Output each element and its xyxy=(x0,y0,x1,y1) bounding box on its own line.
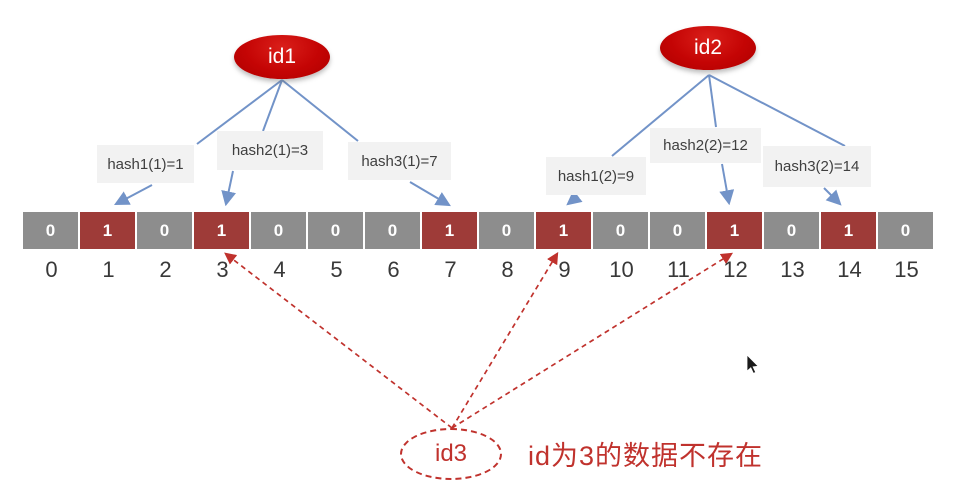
index-label: 0 xyxy=(45,257,58,282)
index-label: 8 xyxy=(501,257,514,282)
hash1-2-arrow xyxy=(566,190,583,206)
node-id3-dashed: id3 xyxy=(400,428,502,480)
bit-cell: 1 xyxy=(194,212,249,249)
bit-cell: 1 xyxy=(821,212,876,249)
hash-label-1-1: hash1(1)=1 xyxy=(97,145,194,183)
bit-cell: 1 xyxy=(80,212,135,249)
id2-hash2-line xyxy=(708,74,717,128)
hash3-1-arrow xyxy=(409,181,451,207)
bit-cell: 1 xyxy=(536,212,591,249)
bit-cell: 0 xyxy=(365,212,420,249)
bit-cell: 0 xyxy=(23,212,78,249)
index-label: 4 xyxy=(273,257,286,282)
bit-cell: 0 xyxy=(479,212,534,249)
index-label: 6 xyxy=(387,257,400,282)
hash-label-3-1: hash3(1)=7 xyxy=(348,142,451,180)
index-label: 9 xyxy=(558,257,571,282)
hash-label-2-1: hash2(1)=3 xyxy=(217,131,323,170)
hash3-2-arrow xyxy=(823,187,842,206)
index-row: 0 1 2 3 4 5 6 7 8 9 10 11 12 13 14 15 xyxy=(23,256,935,284)
index-label: 2 xyxy=(159,257,172,282)
index-label: 12 xyxy=(723,257,748,282)
bit-cell: 0 xyxy=(764,212,819,249)
mouse-cursor-icon xyxy=(746,354,760,374)
index-label: 3 xyxy=(216,257,229,282)
index-label: 11 xyxy=(667,257,690,282)
index-label: 15 xyxy=(894,257,919,282)
bit-cell: 0 xyxy=(137,212,192,249)
index-label: 7 xyxy=(444,257,457,282)
bit-cell: 1 xyxy=(707,212,762,249)
index-label: 1 xyxy=(102,257,115,282)
index-label: 14 xyxy=(837,257,862,282)
hash2-1-arrow xyxy=(221,170,236,207)
id1-hash2-line xyxy=(262,79,283,132)
bit-cell: 0 xyxy=(650,212,705,249)
hash-label-2-2: hash2(2)=12 xyxy=(650,128,761,163)
node-id2: id2 xyxy=(660,26,756,70)
not-exist-annotation: id为3的数据不存在 xyxy=(528,441,764,471)
bit-cell: 0 xyxy=(308,212,363,249)
bit-cell: 0 xyxy=(251,212,306,249)
hash2-2-arrow xyxy=(719,163,735,206)
hash1-1-arrow xyxy=(114,184,153,206)
hash-label-1-2: hash1(2)=9 xyxy=(546,157,646,195)
index-label: 10 xyxy=(609,257,634,282)
index-label: 13 xyxy=(780,257,805,282)
bit-cell: 0 xyxy=(593,212,648,249)
node-id1: id1 xyxy=(234,35,330,79)
bit-array: 0 1 0 1 0 0 0 1 0 1 0 0 1 0 1 0 xyxy=(23,212,935,249)
hash-label-3-2: hash3(2)=14 xyxy=(763,146,871,187)
index-label: 5 xyxy=(330,257,343,282)
bit-cell: 0 xyxy=(878,212,933,249)
bit-cell: 1 xyxy=(422,212,477,249)
